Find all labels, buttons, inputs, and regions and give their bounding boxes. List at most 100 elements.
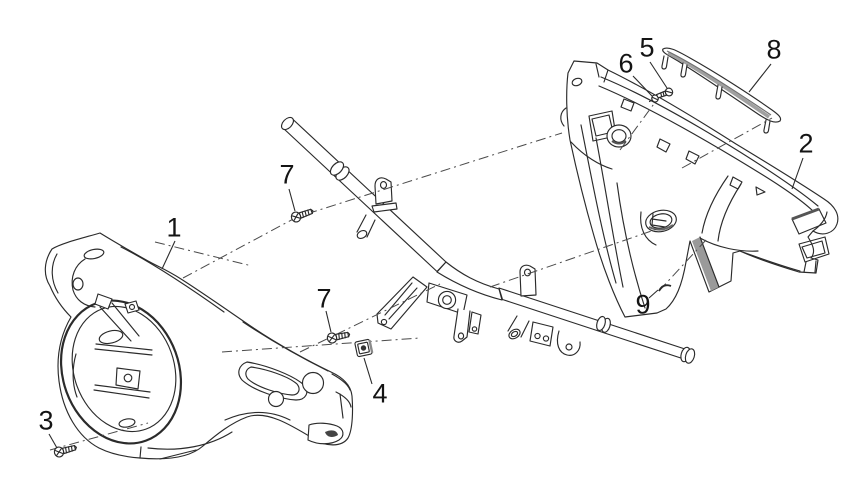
bracket-hole	[379, 181, 388, 189]
center-hole-shadow	[648, 224, 674, 231]
callout-1: 1	[166, 212, 182, 243]
wing-tab	[94, 293, 113, 310]
leg-seam	[616, 182, 646, 309]
ear-bracket-hole	[534, 332, 541, 340]
end-pocket-inner	[801, 240, 826, 259]
leg-seam	[595, 137, 624, 288]
trim-strip-edge	[666, 50, 772, 116]
strap-hole	[457, 332, 465, 340]
grip-recess	[238, 361, 308, 401]
cover-hole-large	[301, 371, 325, 395]
left-tube-bracket	[374, 177, 393, 205]
hook-bracket-hole	[565, 343, 573, 351]
clamp-boss-hole	[442, 295, 452, 305]
cover-hole-small	[267, 390, 285, 408]
lock-boss-shadow	[611, 140, 627, 145]
center-line	[221, 337, 421, 353]
lock-boss-inner	[611, 129, 627, 143]
flange-lines	[139, 446, 197, 460]
center-line	[489, 227, 661, 288]
center-line	[154, 241, 253, 267]
ear-bracket-hole	[542, 335, 550, 342]
left-edge-bump	[560, 107, 567, 127]
rear-cover-outline	[566, 60, 839, 318]
center-line	[619, 96, 660, 151]
end-foot	[803, 260, 817, 273]
callout-8: 8	[766, 34, 782, 65]
ear-fold	[595, 63, 609, 83]
end-curl	[812, 211, 828, 232]
hook-bracket	[556, 330, 581, 356]
callout-7-lower: 7	[316, 283, 332, 314]
tip-facets	[331, 373, 352, 419]
leader-line-3	[48, 433, 58, 449]
left-tube-collar	[329, 161, 345, 176]
bottom-seam	[147, 412, 291, 450]
rim-tab-hole	[128, 303, 136, 311]
screw-part-3	[53, 445, 77, 458]
leader-line-4	[363, 357, 373, 385]
leader-line-9	[648, 289, 659, 299]
leader-line-1	[161, 240, 176, 270]
callout-3: 3	[38, 405, 54, 436]
cable-stub	[507, 315, 530, 340]
end-pocket	[798, 236, 830, 263]
inner-curve	[717, 183, 742, 242]
stem-strap	[453, 308, 471, 343]
trim-strip-face	[667, 51, 770, 119]
inner-bracket-hole	[123, 373, 133, 383]
callout-9: 9	[635, 289, 651, 320]
trim-strip-peg	[680, 62, 688, 78]
rear-handlebar-cover-part-2	[560, 60, 839, 318]
screw-part-6	[648, 94, 659, 103]
clamp-boss	[437, 290, 457, 310]
inner-slot	[98, 329, 124, 345]
ear-hole	[571, 77, 583, 87]
callout-7-upper: 7	[279, 159, 295, 190]
leader-line-2	[791, 157, 804, 190]
inner-slot	[118, 418, 136, 428]
gusset-hole	[380, 318, 388, 326]
wing-knob	[72, 277, 84, 291]
rim-tab	[124, 300, 140, 314]
hole-collar	[640, 211, 657, 246]
inner-strut	[99, 302, 140, 342]
leg-seam	[570, 141, 613, 170]
stem-gusset-plate	[376, 276, 428, 330]
handlebar-assembly	[280, 116, 696, 364]
callout-2: 2	[798, 128, 814, 159]
inner-curve	[701, 175, 729, 234]
leader-line-8	[748, 63, 772, 93]
handlebar-bend	[436, 261, 503, 301]
band-tab	[620, 98, 635, 112]
handlebar-right-end-cap	[684, 348, 696, 364]
end-pocket-shadow	[791, 207, 820, 221]
front-handlebar-cover-part-1	[44, 232, 354, 460]
tip-hook	[307, 422, 344, 445]
callout-4: 4	[372, 378, 388, 409]
callout-5: 5	[639, 32, 655, 63]
inner-shelf	[699, 237, 759, 252]
tip-hook-shadow	[325, 430, 338, 437]
right-tube-collar	[596, 315, 606, 332]
center-line	[681, 117, 773, 169]
inner-shade-line	[72, 353, 78, 398]
fin-shade	[692, 237, 719, 291]
band-inner-edge	[600, 76, 819, 207]
callout-6: 6	[618, 48, 634, 79]
clip-nut-part-4	[354, 338, 374, 358]
band-inner-edge	[598, 85, 814, 212]
center-line	[299, 283, 441, 353]
trim-strip-part-8	[661, 47, 782, 134]
center-hole	[645, 209, 677, 233]
inner-rib	[94, 343, 153, 356]
leader-line-7	[325, 310, 332, 333]
mirror-stub	[356, 214, 376, 240]
handlebar-left-tube	[282, 117, 447, 273]
center-hole-clip	[651, 213, 667, 228]
handlebar-left-end-cap	[280, 116, 295, 131]
leg-seam	[580, 124, 617, 284]
center-line	[658, 239, 707, 292]
